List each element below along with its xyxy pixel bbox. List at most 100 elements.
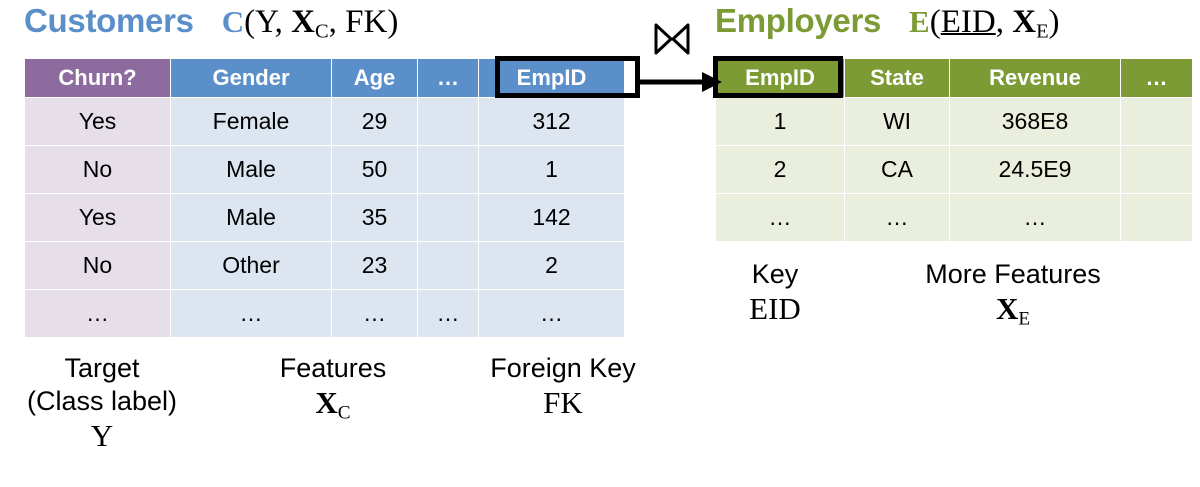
annotation-key-line1: Key — [751, 259, 799, 289]
annotation-features-symbol-base: X — [315, 385, 338, 420]
table-row-ellipsis: … … … — [715, 193, 1193, 242]
customers-cell-empid-1: 1 — [478, 145, 625, 194]
employers-schema-open-paren: ( — [929, 4, 941, 40]
employers-header-ellipsis[interactable]: … — [1120, 58, 1193, 98]
customers-cell-gender-2: Male — [170, 193, 332, 242]
table-row: 2 CA 24.5E9 — [715, 145, 1193, 194]
employers-cell-more-1 — [1120, 145, 1193, 194]
customers-cell-gender-4: … — [170, 289, 332, 338]
annotation-more-features-symbol-sub: E — [1018, 308, 1031, 330]
customers-cell-more-3 — [417, 241, 479, 290]
customers-schema-features-base: X — [291, 4, 315, 40]
annotation-more-features-line1: More Features — [925, 259, 1101, 289]
customers-table-name: Customers — [24, 2, 194, 39]
employers-schema-comma: , — [995, 4, 1013, 40]
employers-header-empid[interactable]: EmpID — [715, 58, 845, 98]
employers-cell-revenue-0: 368E8 — [949, 97, 1121, 146]
customers-table: Churn? Gender Age … EmpID Yes Female 29 … — [24, 58, 625, 338]
employers-cell-empid-2: … — [715, 193, 845, 242]
employers-schema-expression: E(EID, XE) — [909, 4, 1060, 44]
annotation-target-line2: (Class label) — [26, 386, 178, 416]
employers-cell-revenue-2: … — [949, 193, 1121, 242]
annotation-target-symbol: Y — [90, 418, 114, 453]
annotation-target-line1: Target — [64, 353, 140, 383]
customers-cell-churn-4: … — [24, 289, 171, 338]
table-row: Yes Male 35 142 — [24, 193, 625, 242]
customers-cell-age-4: … — [331, 289, 418, 338]
bowtie-join-icon — [654, 23, 690, 55]
customers-header-gender[interactable]: Gender — [170, 58, 332, 98]
employers-schema-close-paren: ) — [1048, 4, 1060, 40]
annotation-features: Features XC — [228, 352, 438, 431]
annotation-more-features-symbol: XE — [868, 291, 1158, 337]
customers-cell-age-0: 29 — [331, 97, 418, 146]
employers-cell-more-2 — [1120, 193, 1193, 242]
customers-cell-age-3: 23 — [331, 241, 418, 290]
annotation-key-symbol: EID — [749, 291, 801, 326]
customers-schema-comma-2: , — [328, 4, 346, 40]
annotation-features-line1: Features — [279, 353, 387, 383]
customers-cell-more-2 — [417, 193, 479, 242]
table-row: No Male 50 1 — [24, 145, 625, 194]
employers-schema-primary-key: EID — [940, 4, 996, 40]
employers-cell-state-2: … — [844, 193, 950, 242]
customers-cell-empid-3: 2 — [478, 241, 625, 290]
customers-header-churn[interactable]: Churn? — [24, 58, 171, 98]
customers-header-age[interactable]: Age — [331, 58, 418, 98]
annotation-key: Key EID — [710, 258, 840, 327]
customers-schema-comma-1: , — [274, 4, 292, 40]
customers-schema-features-sub: C — [315, 20, 329, 43]
foreign-key-to-primary-key-arrow — [636, 72, 722, 92]
employers-cell-empid-0: 1 — [715, 97, 845, 146]
annotation-foreign-key: Foreign Key FK — [458, 352, 668, 421]
annotation-foreign-key-symbol: FK — [543, 385, 583, 420]
customers-cell-empid-0: 312 — [478, 97, 625, 146]
customers-cell-churn-0: Yes — [24, 97, 171, 146]
employers-cell-state-0: WI — [844, 97, 950, 146]
customers-cell-age-2: 35 — [331, 193, 418, 242]
annotation-features-symbol: XC — [228, 385, 438, 431]
table-row: 1 WI 368E8 — [715, 97, 1193, 146]
customers-cell-age-1: 50 — [331, 145, 418, 194]
customers-schema-close-paren: ) — [387, 4, 399, 40]
annotation-more-features-symbol-base: X — [995, 291, 1019, 326]
customers-header-empid[interactable]: EmpID — [478, 58, 625, 98]
employers-schema-features-sub: E — [1036, 20, 1049, 43]
customers-schema-open-paren: ( — [244, 4, 256, 40]
customers-cell-empid-2: 142 — [478, 193, 625, 242]
customers-cell-empid-4: … — [478, 289, 625, 338]
table-row: Yes Female 29 312 — [24, 97, 625, 146]
employers-title: Employers E(EID, XE) — [715, 2, 1060, 44]
employers-table: EmpID State Revenue … 1 WI 368E8 2 CA 24… — [715, 58, 1193, 242]
customers-header-row: Churn? Gender Age … EmpID — [24, 58, 625, 98]
annotation-more-features: More Features XE — [868, 258, 1158, 337]
employers-cell-revenue-1: 24.5E9 — [949, 145, 1121, 194]
customers-cell-more-4: … — [417, 289, 479, 338]
employers-header-revenue[interactable]: Revenue — [949, 58, 1121, 98]
customers-cell-gender-1: Male — [170, 145, 332, 194]
customers-cell-churn-1: No — [24, 145, 171, 194]
employers-cell-more-0 — [1120, 97, 1193, 146]
employers-relation-symbol: E — [909, 4, 930, 39]
annotation-foreign-key-line1: Foreign Key — [490, 353, 636, 383]
employers-header-state[interactable]: State — [844, 58, 950, 98]
customers-cell-gender-3: Other — [170, 241, 332, 290]
customers-header-ellipsis[interactable]: … — [417, 58, 479, 98]
customers-schema-target: Y — [255, 4, 275, 40]
employers-table-name: Employers — [715, 2, 882, 39]
table-row: No Other 23 2 — [24, 241, 625, 290]
employers-cell-empid-1: 2 — [715, 145, 845, 194]
table-row-ellipsis: … … … … … — [24, 289, 625, 338]
customers-cell-gender-0: Female — [170, 97, 332, 146]
customers-cell-churn-3: No — [24, 241, 171, 290]
customers-cell-more-0 — [417, 97, 479, 146]
annotation-features-symbol-sub: C — [337, 402, 351, 424]
employers-header-row: EmpID State Revenue … — [715, 58, 1193, 98]
annotation-target: Target (Class label) Y — [12, 352, 192, 454]
customers-schema-expression: C(Y, XC, FK) — [222, 4, 399, 44]
employers-cell-state-1: CA — [844, 145, 950, 194]
employers-schema-features-base: X — [1012, 4, 1037, 40]
customers-schema-fk: FK — [345, 4, 388, 40]
customers-title: Customers C(Y, XC, FK) — [24, 2, 398, 44]
customers-cell-churn-2: Yes — [24, 193, 171, 242]
